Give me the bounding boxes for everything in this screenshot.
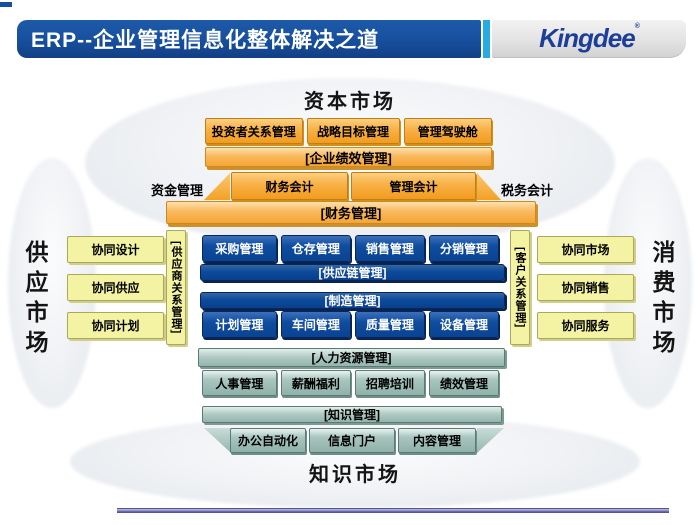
module-strategic-goals: 战略目标管理 <box>306 118 400 144</box>
module-payroll-benefits: 薪酬福利 <box>280 370 351 396</box>
bar-customer-relationship: [客户关系管理] <box>510 230 530 345</box>
hr-row: 人事管理 薪酬福利 招聘培训 绩效管理 <box>202 370 500 396</box>
consumer-market-label: 消费市场 <box>649 240 675 360</box>
module-performance: 绩效管理 <box>428 370 500 396</box>
page-title: ERP--企业管理信息化整体解决之道 <box>31 29 380 52</box>
module-financial-accounting: 财务会计 <box>231 172 348 200</box>
bottom-divider <box>117 508 669 513</box>
module-personnel: 人事管理 <box>202 370 277 396</box>
bar-human-resources: [人力资源管理] <box>198 348 505 367</box>
bar-knowledge-management: [知识管理] <box>202 406 502 423</box>
module-procurement: 采购管理 <box>202 235 277 262</box>
module-investor-relations: 投资者关系管理 <box>205 118 303 144</box>
label-fund-management: 资金管理 <box>151 183 204 198</box>
module-recruit-training: 招聘培训 <box>354 370 425 396</box>
bar-enterprise-performance: [企业绩效管理] <box>205 147 492 167</box>
module-collab-planning: 协同计划 <box>67 312 164 339</box>
capital-row: 投资者关系管理 战略目标管理 管理驾驶舱 <box>205 118 492 144</box>
module-management-accounting: 管理会计 <box>351 172 476 200</box>
module-sales: 销售管理 <box>354 235 425 262</box>
module-quality: 质量管理 <box>354 311 425 338</box>
module-content-management: 内容管理 <box>398 428 476 453</box>
module-info-portal: 信息门户 <box>309 428 395 453</box>
label-tax-accounting: 税务会计 <box>501 183 554 198</box>
bar-supplier-relationship: [供应商关系管理] <box>166 230 186 345</box>
accent-stripe <box>483 20 490 58</box>
module-warehouse: 仓存管理 <box>280 235 351 262</box>
knowledge-market-label: 知识市场 <box>309 464 401 486</box>
module-collab-sales: 协同销售 <box>537 274 634 301</box>
module-collab-service: 协同服务 <box>537 312 634 339</box>
mfg-row: 计划管理 车间管理 质量管理 设备管理 <box>202 311 500 338</box>
module-equipment: 设备管理 <box>428 311 500 338</box>
logo-panel: Kingdee® <box>492 20 686 58</box>
capital-market-label: 资本市场 <box>304 91 396 113</box>
registered-mark: ® <box>634 23 640 30</box>
bar-financial-management: [财务管理] <box>166 201 536 224</box>
scm-row: 采购管理 仓存管理 销售管理 分销管理 <box>202 235 500 262</box>
kingdee-logo: Kingdee® <box>539 23 640 53</box>
module-shopfloor: 车间管理 <box>280 311 351 338</box>
module-collab-marketing: 协同市场 <box>537 236 634 263</box>
module-planning: 计划管理 <box>202 311 277 338</box>
title-banner: ERP--企业管理信息化整体解决之道 <box>17 20 481 58</box>
module-collab-design: 协同设计 <box>67 236 164 263</box>
bar-manufacturing: [制造管理] <box>200 292 505 309</box>
corner-accent-bar <box>0 2 12 7</box>
module-collab-supply: 协同供应 <box>67 274 164 301</box>
module-distribution: 分销管理 <box>428 235 500 262</box>
bar-supply-chain: [供应链管理] <box>200 264 505 281</box>
module-office-automation: 办公自动化 <box>230 428 306 453</box>
module-management-cockpit: 管理驾驶舱 <box>403 118 492 144</box>
supply-market-label: 供应市场 <box>22 240 48 360</box>
